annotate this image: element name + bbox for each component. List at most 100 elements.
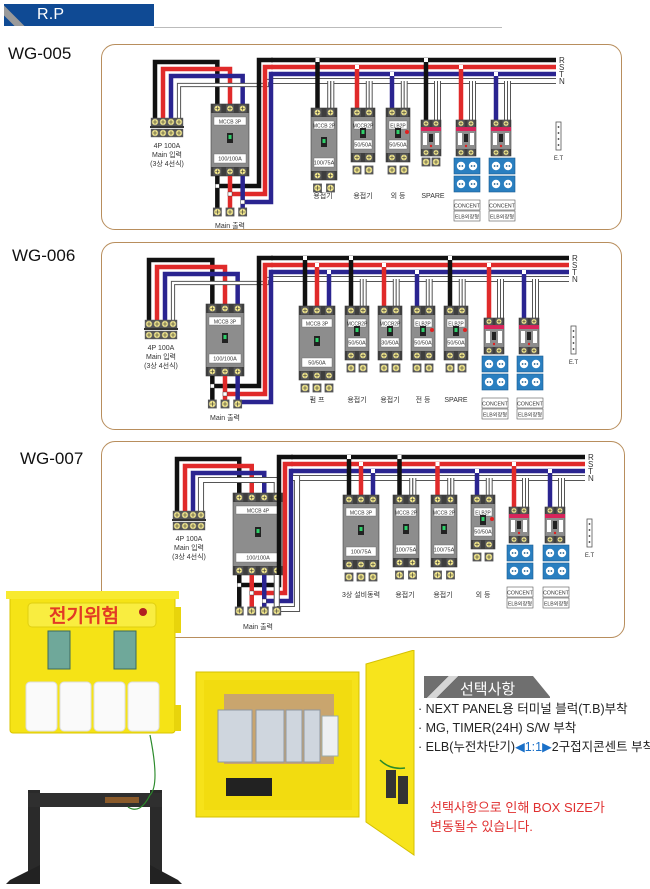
outlet-face: [456, 161, 466, 171]
outlet-face: [491, 161, 501, 171]
earth-terminal-screw: [557, 138, 560, 140]
outlet-pin: [523, 570, 526, 572]
bus-tap: [390, 72, 394, 76]
outlet-pin: [526, 552, 529, 554]
concent-label-box: [516, 397, 544, 409]
outlet-pin: [470, 165, 473, 167]
elb-bottom: [491, 149, 511, 156]
sign-text: 전기위험: [49, 605, 119, 627]
earth-terminal-screw: [572, 330, 575, 332]
outlet-face: [509, 548, 519, 558]
terminal-cross: [302, 385, 308, 391]
terminal-cross: [315, 173, 320, 178]
stand-foot-right: [150, 865, 182, 884]
terminal-cross: [223, 306, 227, 311]
breaker-top-strip: [233, 493, 283, 502]
terminal-cross: [327, 308, 331, 313]
elb-label-right: [505, 133, 509, 145]
elb-test-button: [405, 130, 409, 134]
breaker-type-plate: [345, 507, 377, 517]
outlet-face: [496, 377, 506, 387]
terminal-cross: [390, 110, 394, 115]
terminal-cross: [426, 365, 432, 371]
terminal-cross: [160, 130, 166, 136]
terminal-cross: [355, 110, 359, 115]
breaker-bottom-strip: [393, 558, 419, 567]
breaker-type-plate: [301, 318, 333, 328]
terminal-cross: [486, 554, 492, 560]
outlet-pin: [473, 183, 476, 185]
terminal-cross: [394, 308, 398, 313]
outlet-pin: [547, 552, 550, 554]
bus-label-t: T: [559, 70, 564, 79]
earth-terminal-bar: [586, 518, 593, 548]
model-label-wg-005: WG-005: [8, 44, 72, 63]
branch-concent: [483, 317, 505, 355]
breaker-type: MCCB 3P: [350, 511, 373, 517]
main-input-label: Main 입력: [174, 544, 204, 552]
breaker-type: ELB2P: [475, 511, 491, 517]
elb-test-button: [492, 342, 496, 346]
options-title: 선택사항: [460, 681, 516, 698]
outlet-pin: [511, 552, 514, 554]
bus-tap: [397, 455, 402, 459]
breaker-handle-indicator: [359, 527, 363, 531]
branch-label: 용접기: [313, 191, 332, 200]
breaker-rating-plate: [446, 337, 466, 348]
switch-cover-right: [113, 630, 137, 670]
terminal-cross: [240, 209, 246, 215]
terminal-cross: [347, 497, 351, 502]
terminal-cross: [522, 319, 526, 324]
option-text: ELB(누전차단기): [425, 740, 516, 754]
terminal-cross: [209, 401, 215, 407]
elb-bottom: [545, 536, 565, 543]
elb-label-left: [521, 331, 525, 343]
main-input-label: 4P 100A: [148, 345, 175, 352]
elb-label-left: [511, 520, 515, 532]
terminal-cross: [469, 150, 473, 155]
outlet-pin: [489, 363, 492, 365]
main-input-label: 4P 100A: [154, 143, 181, 150]
terminal-cross: [154, 332, 160, 338]
breaker-handle-indicator: [454, 328, 458, 332]
main-output-label: Main 출력: [210, 413, 240, 422]
terminal-cross: [303, 373, 307, 378]
terminal-cross: [170, 332, 176, 338]
terminal-cross: [262, 568, 267, 573]
bus-label-t: T: [572, 268, 577, 277]
bus-tap: [522, 270, 526, 274]
outlet-pin: [521, 381, 524, 383]
terminal-cross: [349, 308, 353, 313]
elb-handle: [492, 332, 496, 340]
elb-label-left: [493, 133, 497, 145]
terminal-cross: [423, 159, 429, 165]
branch-label: 전 등: [416, 395, 431, 404]
outlet-face: [491, 179, 501, 189]
terminal-cross: [326, 385, 332, 391]
terminal-cross: [459, 121, 463, 126]
breaker-top-strip: [471, 495, 495, 504]
breaker-top-strip: [378, 306, 402, 315]
options-title-stripe: [424, 676, 464, 698]
terminal-divider: [144, 328, 178, 330]
terminal-cross: [434, 150, 438, 155]
branch-concent: [490, 119, 512, 157]
outlet-pin: [493, 183, 496, 185]
earth-terminal: E.T: [569, 325, 578, 366]
bus-tap: [459, 65, 463, 69]
terminal-cross: [410, 560, 415, 565]
terminal-cross: [548, 537, 552, 542]
terminal-cross: [328, 110, 333, 115]
bus-tap: [371, 469, 375, 473]
terminal-cross: [366, 167, 372, 173]
terminal-cross: [152, 130, 158, 136]
earth-terminal-screw: [572, 348, 575, 350]
